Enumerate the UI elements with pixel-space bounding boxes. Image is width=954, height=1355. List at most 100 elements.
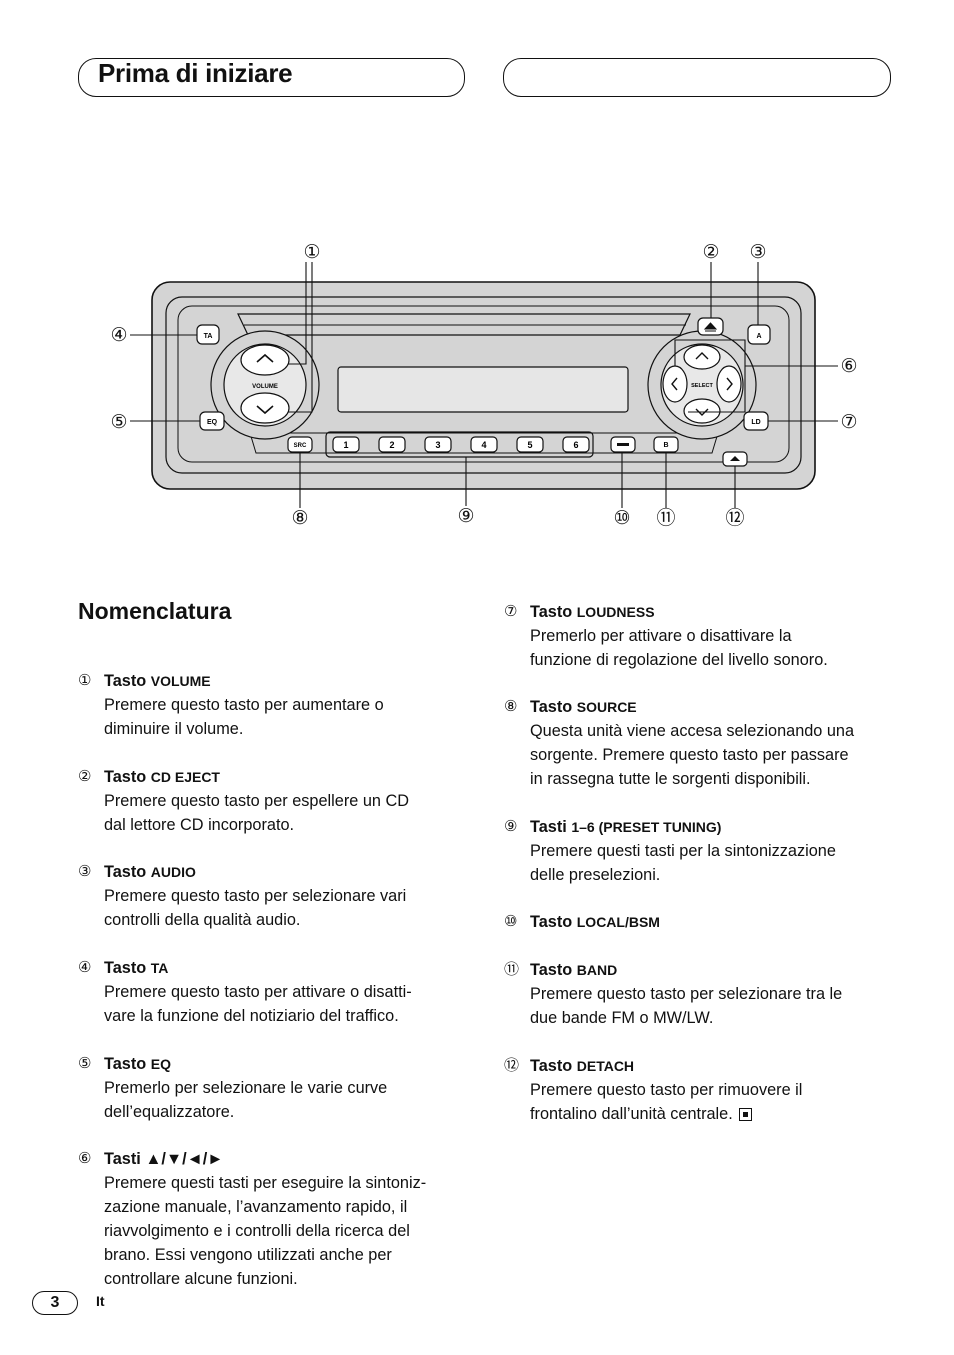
callout-7: ⑦ — [840, 412, 857, 433]
preset-label-6: 6 — [573, 440, 578, 450]
preset-group — [325, 431, 594, 458]
volume-label: VOLUME — [252, 384, 278, 390]
list-item: ⑦ Tasto LOUDNESS Premerlo per attivare o… — [504, 600, 900, 672]
callout-9: ⑨ — [457, 506, 474, 527]
item-body: Questa unità viene accesa selezionando u… — [530, 722, 855, 788]
item-head: Tasto — [530, 961, 573, 979]
select-left-button — [662, 365, 688, 403]
header-title-box — [78, 58, 465, 97]
item-number: ⑥ — [78, 1150, 92, 1167]
item-number: ⑦ — [504, 603, 518, 620]
item-key: SOURCE — [576, 699, 637, 715]
item-number: ⑩ — [504, 913, 518, 930]
item-head: Tasto — [530, 913, 573, 931]
item-head: Tasto — [104, 959, 147, 977]
item-key: BAND — [576, 962, 618, 978]
audio-button-label: A — [756, 333, 761, 340]
preset-button-4 — [470, 436, 498, 453]
callout-3: ③ — [749, 242, 766, 263]
item-number: ④ — [78, 959, 92, 976]
preset-button-1 — [332, 436, 360, 453]
item-head: Tasti — [530, 818, 567, 836]
select-up-button — [683, 344, 721, 370]
item-number: ③ — [78, 863, 92, 880]
item-number: ① — [78, 672, 92, 689]
item-body: Premere questi tasti per la sintonizzazi… — [530, 842, 836, 884]
item-key: 1–6 (PRESET TUNING) — [571, 819, 722, 835]
preset-label-5: 5 — [527, 440, 532, 450]
item-number: ⑪ — [504, 961, 520, 978]
preset-label-4: 4 — [481, 440, 486, 450]
item-key: TA — [150, 960, 169, 976]
item-number: ⑧ — [504, 698, 518, 715]
item-number: ② — [78, 768, 92, 785]
item-key: DETACH — [576, 1058, 635, 1074]
band-button-label: B — [663, 442, 668, 449]
preset-label-1: 1 — [343, 440, 348, 450]
item-key: VOLUME — [150, 673, 211, 689]
item-head: Tasto — [530, 698, 573, 716]
item-key: LOUDNESS — [576, 604, 655, 620]
volume-down-button — [240, 392, 290, 424]
callout-4: ④ — [110, 325, 127, 346]
callout-10: ⑩ — [613, 508, 630, 529]
audio-button — [747, 324, 771, 345]
page-title: Prima di iniziare — [98, 58, 293, 88]
list-item: ② Tasto CD EJECT Premere questo tasto pe… — [78, 765, 464, 837]
item-head: Tasto — [104, 672, 147, 690]
item-number: ⑤ — [78, 1055, 92, 1072]
item-body: Premere questo tasto per selezionare tra… — [530, 985, 843, 1027]
end-mark-icon — [738, 1108, 752, 1121]
volume-up-button — [240, 344, 290, 376]
loudness-button-label: LD — [751, 419, 760, 426]
section-title: Nomenclatura — [78, 598, 232, 624]
list-item: ⑪ Tasto BAND Premere questo tasto per se… — [504, 958, 900, 1030]
item-head: Tasto — [104, 863, 147, 881]
list-item: ① Tasto VOLUME Premere questo tasto per … — [78, 669, 464, 741]
callout-6: ⑥ — [840, 356, 857, 377]
list-item: ⑩ Tasto LOCAL/BSM — [504, 910, 900, 934]
select-label: SELECT — [691, 383, 713, 389]
item-number: ⑨ — [504, 818, 518, 835]
list-item: ④ Tasto TA Premere questo tasto per atti… — [78, 956, 464, 1028]
preset-label-3: 3 — [435, 440, 440, 450]
source-button-label: SRC — [294, 443, 307, 449]
eq-button-label: EQ — [207, 419, 218, 426]
item-head: Tasto — [104, 1055, 147, 1073]
list-item: ③ Tasto AUDIO Premere questo tasto per s… — [78, 860, 464, 932]
select-knob — [660, 343, 744, 427]
callout-2: ② — [702, 242, 719, 263]
item-body: Premere questo tasto per rimuovere il fr… — [530, 1081, 803, 1123]
car-stereo-diagram: VOLUME SELECT TA EQ A LD SRC 1 2 3 4 5 6 B — [110, 242, 857, 529]
item-number: ⑫ — [504, 1057, 520, 1074]
callout-8: ⑧ — [291, 508, 308, 529]
preset-button-2 — [378, 436, 406, 453]
item-key: CD EJECT — [150, 769, 220, 785]
ta-button-label: TA — [204, 333, 213, 340]
item-body: Premere questo tasto per attivare o disa… — [104, 983, 412, 1025]
list-item: ⑫ Tasto DETACH Premere questo tasto per … — [504, 1054, 900, 1126]
language-code: It — [96, 1293, 105, 1309]
item-body: Premere questi tasti per eseguire la sin… — [104, 1174, 427, 1288]
select-right-button — [716, 365, 742, 403]
callout-1: ① — [303, 242, 320, 263]
list-item: ⑨ Tasti 1–6 (PRESET TUNING) Premere ques… — [504, 815, 900, 887]
list-item: ⑤ Tasto EQ Premerlo per selezionare le v… — [78, 1052, 464, 1124]
item-head: Tasto — [530, 603, 573, 621]
item-key: LOCAL/BSM — [576, 914, 660, 930]
item-key: EQ — [150, 1056, 171, 1072]
preset-button-6 — [562, 436, 590, 453]
item-body: Premere questo tasto per aumentare o dim… — [104, 696, 384, 738]
item-body: Premere questo tasto per espellere un CD… — [104, 792, 409, 834]
item-head: Tasto — [104, 768, 147, 786]
item-body: Premerlo per selezionare le varie curve … — [104, 1079, 388, 1121]
list-item: ⑧ Tasto SOURCE Questa unità viene accesa… — [504, 695, 900, 791]
preset-button-5 — [516, 436, 544, 453]
select-down-button — [683, 398, 721, 424]
item-head: Tasto — [530, 1057, 573, 1075]
preset-label-2: 2 — [389, 440, 394, 450]
item-body: Premerlo per attivare o disattivare la f… — [530, 627, 828, 669]
header-right-box — [503, 58, 891, 97]
lcd-display — [337, 366, 629, 413]
preset-button-3 — [424, 436, 452, 453]
